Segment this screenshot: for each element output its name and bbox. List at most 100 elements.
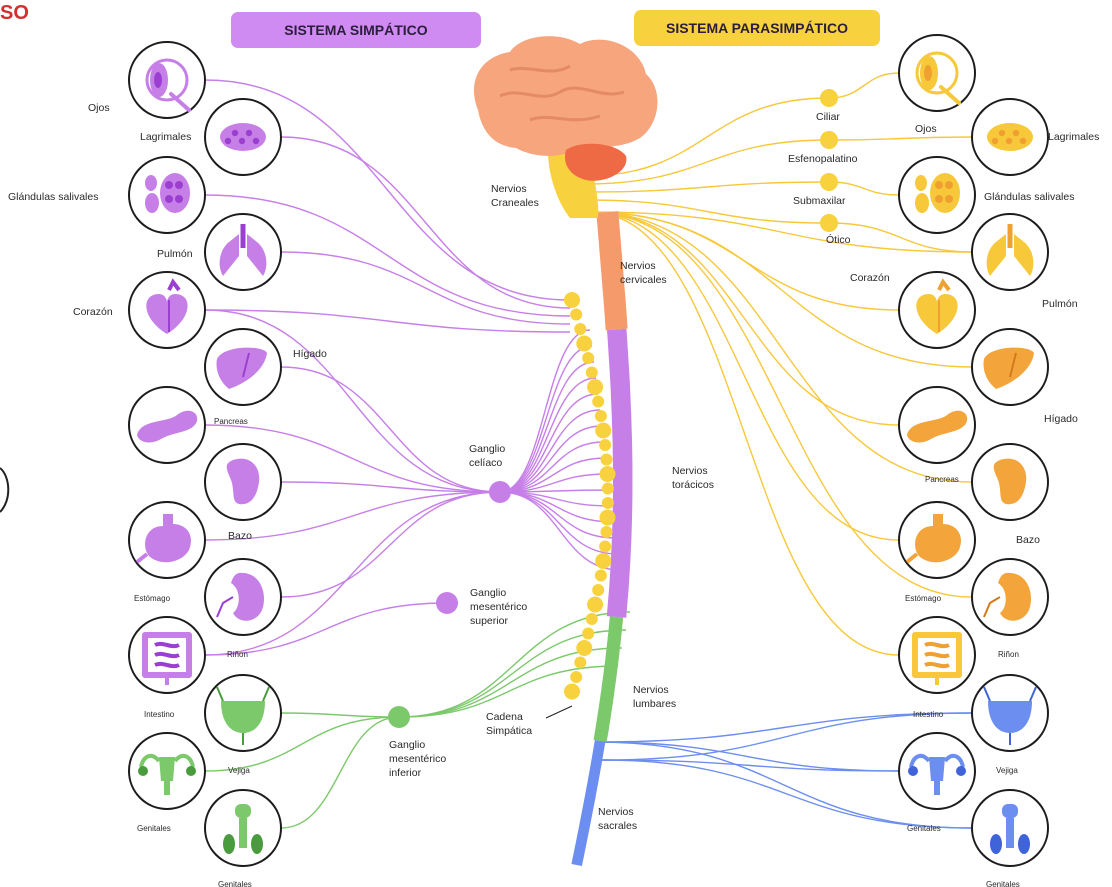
ganglion-dot-1 bbox=[820, 131, 838, 149]
sacral-nerve bbox=[595, 741, 973, 829]
parasympathetic-organ-12 bbox=[898, 732, 976, 810]
sympathetic-nerve bbox=[204, 424, 501, 493]
intestine-icon bbox=[912, 632, 962, 685]
kidney-icon bbox=[983, 572, 1031, 621]
parasympathetic-nerve bbox=[589, 211, 973, 598]
parasympathetic-organ-2 bbox=[898, 156, 976, 234]
parasympathetic-nerve bbox=[584, 97, 830, 177]
chain-node bbox=[594, 569, 607, 582]
parasympathetic-organ-label: Corazón bbox=[850, 272, 890, 284]
sympathetic-nerve bbox=[204, 491, 501, 656]
sympathetic-organ-label: Pulmón bbox=[157, 248, 193, 260]
spleen-icon bbox=[226, 458, 260, 505]
sacral-nerves-label: Nervios sacrales bbox=[598, 806, 638, 832]
parasympathetic-nerve bbox=[828, 181, 900, 196]
bladder-icon bbox=[983, 686, 1037, 745]
parasympathetic-organ-label: Vejiga bbox=[996, 766, 1018, 775]
eye-icon bbox=[915, 51, 961, 105]
parasympathetic-nerve bbox=[584, 139, 830, 185]
parasympathetic-nerve bbox=[589, 211, 973, 253]
ganglia bbox=[388, 89, 838, 728]
ganglion-dot-3 bbox=[820, 214, 838, 232]
pancreas-icon bbox=[907, 410, 968, 443]
spleen-icon bbox=[993, 458, 1027, 505]
sympathetic-nerve bbox=[280, 491, 501, 598]
sympathetic-organ-label: Genitales bbox=[137, 824, 171, 833]
sympathetic-nerve bbox=[204, 602, 448, 656]
superior-mesenteric-ganglion-dot bbox=[436, 592, 458, 614]
sympathetic-nerve bbox=[280, 136, 571, 309]
parasympathetic-organ-3 bbox=[971, 213, 1049, 291]
sympathetic-organ-label: Riñon bbox=[227, 650, 248, 659]
parasympathetic-organ-1 bbox=[971, 98, 1049, 176]
sympathetic-nerve bbox=[204, 194, 571, 317]
sacral-segment bbox=[571, 740, 606, 867]
sympathetic-nerve bbox=[204, 309, 501, 493]
chain-node bbox=[599, 439, 612, 451]
chain-node bbox=[592, 584, 605, 596]
organ-icons bbox=[0, 34, 1049, 867]
kidney-icon bbox=[216, 572, 264, 621]
chain-node bbox=[587, 596, 604, 613]
sympathetic-nerve bbox=[280, 251, 571, 325]
sympathetic-organ-13 bbox=[204, 789, 282, 867]
lumbar-nerve bbox=[204, 716, 400, 772]
sympathetic-nerve bbox=[499, 329, 591, 493]
chain-node bbox=[599, 466, 616, 482]
sympathetic-organ-label: Glándulas salivales bbox=[8, 191, 99, 203]
sacral-nerve bbox=[601, 759, 900, 772]
sympathetic-organ-label: Ojos bbox=[88, 102, 110, 114]
chain-node bbox=[564, 292, 580, 308]
cervical-segment bbox=[596, 211, 628, 331]
parasympathetic-organ-label: Bazo bbox=[1016, 534, 1040, 546]
stomach-icon bbox=[135, 514, 192, 564]
parasympathetic-ganglion-label: Ciliar bbox=[816, 111, 840, 123]
parasympathetic-nerve bbox=[828, 72, 900, 99]
chain-node bbox=[595, 422, 612, 439]
chain-node bbox=[601, 482, 614, 495]
sympathetic-nerve bbox=[499, 425, 603, 493]
parasympathetic-ganglion-label: Submaxilar bbox=[793, 195, 846, 207]
sympathetic-organ-12 bbox=[128, 732, 206, 810]
sympathetic-organ-5 bbox=[204, 328, 282, 406]
cranial-nerves-label: Nervios Craneales bbox=[491, 183, 539, 209]
chain-node bbox=[587, 379, 604, 395]
lumbar-nerve bbox=[398, 647, 623, 718]
parasympathetic-organ-4 bbox=[898, 271, 976, 349]
cropped-edge-shape bbox=[0, 467, 10, 513]
parasympathetic-ganglion-label: Esfenopalatino bbox=[788, 153, 858, 165]
parasympathetic-organ-label: Genitales bbox=[907, 824, 941, 833]
chain-node bbox=[582, 627, 595, 640]
sympathetic-organ-label: Lagrimales bbox=[140, 131, 192, 143]
heart-icon bbox=[916, 278, 958, 334]
sympathetic-organ-10 bbox=[128, 616, 206, 694]
parasympathetic-organ-label: Ojos bbox=[915, 123, 937, 135]
chain-node bbox=[592, 395, 605, 408]
sympathetic-nerve bbox=[204, 491, 501, 541]
sympathetic-organ-1 bbox=[204, 98, 282, 176]
chain-node bbox=[574, 323, 587, 335]
sympathetic-nerve bbox=[499, 393, 599, 493]
parasympathetic-nerve bbox=[584, 199, 830, 224]
chain-node bbox=[594, 410, 607, 422]
chain-node bbox=[570, 671, 583, 683]
sympathetic-header: SISTEMA SIMPÁTICO bbox=[231, 12, 481, 48]
sacral-nerve bbox=[601, 712, 973, 761]
chain-node bbox=[601, 497, 614, 509]
male-genitals-icon bbox=[990, 804, 1030, 854]
cervical-nerves-label: Nervios cervicales bbox=[620, 260, 667, 286]
salivary-glands-icon bbox=[145, 173, 190, 213]
celiac-ganglion-label: Ganglio celíaco bbox=[469, 443, 506, 469]
sympathetic-organ-4 bbox=[128, 271, 206, 349]
stomach-icon bbox=[905, 514, 962, 564]
parasympathetic-nerve bbox=[584, 181, 830, 193]
parasympathetic-organ-label: Pancreas bbox=[925, 475, 959, 484]
sacral-nerve bbox=[595, 712, 973, 743]
parasympathetic-organ-label: Estómago bbox=[905, 594, 942, 603]
lungs-icon bbox=[986, 224, 1034, 276]
parasympathetic-nerve bbox=[589, 211, 900, 426]
sympathetic-nerve bbox=[204, 79, 571, 301]
lumbar-nerves-label: Nervios lumbares bbox=[633, 684, 677, 710]
